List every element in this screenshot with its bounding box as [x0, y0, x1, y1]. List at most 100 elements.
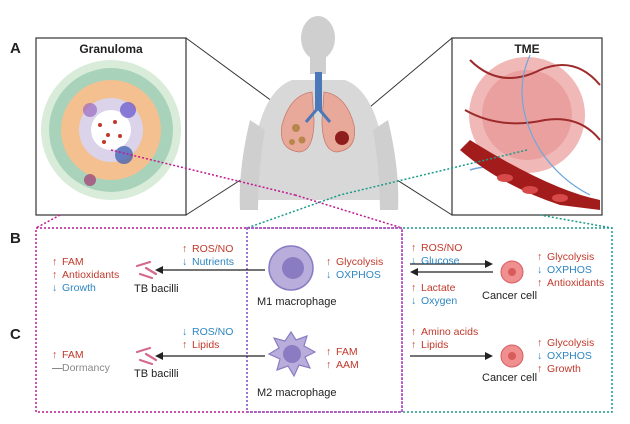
b-macrophage-cancer-exchange-top: ↑ ROS/NO ↓ Glucose	[411, 242, 462, 268]
effect-label: OXPHOS	[336, 269, 381, 281]
effect-label: Glucose	[421, 255, 460, 267]
effect-label: OXPHOS	[547, 350, 592, 362]
tb-bacilli-icon-c	[135, 346, 158, 366]
effect-label: ROS/NO	[192, 243, 234, 255]
arrow-down-icon: ↓	[182, 326, 188, 338]
effect-item: ↑ Lactate	[411, 282, 457, 295]
effect-label: Dormancy	[62, 362, 110, 374]
arrow-up-icon: ↑	[537, 251, 543, 263]
effect-label: FAM	[62, 349, 84, 361]
tb-box	[35, 227, 403, 413]
effect-label: FAM	[62, 256, 84, 268]
panel-label-b: B	[10, 230, 21, 247]
panel-label-a: A	[10, 40, 21, 57]
arrow-up-icon: ↑	[52, 256, 58, 268]
arrow-down-icon: ↓	[537, 350, 543, 362]
arrow-down-icon: ↓	[411, 255, 417, 267]
c-cancer-cell-label: Cancer cell	[482, 372, 538, 384]
effect-item: ↑ FAM	[326, 346, 359, 359]
effect-label: Growth	[62, 282, 96, 294]
arrow-up-icon: ↑	[326, 346, 332, 358]
effect-item: ↓ Oxygen	[411, 295, 457, 308]
effect-item: ↓ OXPHOS	[537, 350, 594, 363]
b-macrophage-metabolism-list: ↑Glycolysis↓ OXPHOS	[326, 256, 383, 282]
effect-label: Nutrients	[192, 256, 235, 268]
b-macrophage-cancer-exchange-bottom: ↑ Lactate ↓ Oxygen	[411, 282, 457, 308]
c-macrophage-to-cancer-list: ↑ Amino acids↑ Lipids	[411, 326, 478, 352]
arrow-up-icon: ↑	[537, 363, 543, 375]
effect-label: Antioxidants	[547, 277, 605, 289]
macrophage-box	[246, 227, 403, 413]
effect-label: Glycolysis	[547, 337, 595, 349]
arrow-down-icon: ↓	[182, 256, 188, 268]
effect-item: ↑ Lipids	[182, 339, 233, 352]
arrow-up-icon: ↑	[537, 337, 543, 349]
effect-label: ROS/NO	[421, 242, 463, 254]
effect-label: ROS/NO	[192, 326, 234, 338]
c-cancer-effects-list: ↑ Glycolysis ↓ OXPHOS ↑ Growth	[537, 337, 594, 376]
arrow-up-icon: ↑	[52, 269, 58, 281]
effect-item: —Dormancy	[52, 362, 110, 375]
effect-item: ↑ Antioxidants	[537, 277, 604, 290]
effect-item: ↑ ROS/NO	[182, 243, 234, 256]
effect-item: ↑ Glycolysis	[537, 337, 594, 350]
c-macrophage-metabolism-list: ↑ FAM ↑ AAM	[326, 346, 359, 372]
effect-label: Growth	[547, 363, 581, 375]
effect-item: ↑Antioxidants	[52, 269, 119, 282]
m2-macrophage-icon	[267, 330, 317, 378]
effect-item: ↓ ROS/NO	[182, 326, 233, 339]
effect-label: Lipids	[192, 339, 220, 351]
m1-macrophage-icon	[268, 245, 314, 291]
effect-item: ↓ Growth	[52, 282, 119, 295]
dash-icon: —	[52, 362, 63, 374]
granuloma-title: Granuloma	[79, 42, 143, 56]
tme-title: TME	[514, 42, 540, 56]
arrow-up-icon: ↑	[182, 339, 188, 351]
effect-item: ↑ AAM	[326, 359, 359, 372]
effect-label: Oxygen	[421, 295, 458, 307]
human-figure	[239, 16, 399, 210]
effect-label: Glycolysis	[336, 256, 384, 268]
b-tb-effects-list: ↑ FAM↑Antioxidants↓ Growth	[52, 256, 119, 295]
effect-label: Amino acids	[421, 326, 479, 338]
arrow-up-icon: ↑	[326, 359, 332, 371]
tb-bacilli-icon-b	[135, 260, 158, 280]
arrow-up-icon: ↑	[411, 282, 417, 294]
arrow-up-icon: ↑	[411, 242, 417, 254]
granuloma-illustration	[41, 60, 181, 200]
b-tb-bacilli-label: TB bacilli	[134, 283, 179, 295]
b-cancer-cell-label: Cancer cell	[482, 290, 538, 302]
arrow-down-icon: ↓	[52, 282, 58, 294]
effect-item: ↑ FAM	[52, 349, 110, 362]
connector-magenta	[110, 149, 296, 196]
arrow-down-icon: ↓	[537, 264, 543, 276]
effect-label: Lactate	[421, 282, 456, 294]
connector-teal	[339, 149, 528, 196]
effect-label: Lipids	[421, 339, 449, 351]
cancer-cell-icon-c	[500, 344, 524, 368]
tme-illustration	[460, 54, 601, 210]
c-macrophage-label: M2 macrophage	[257, 387, 337, 399]
arrow-down-icon: ↓	[326, 269, 332, 281]
arrow-down-icon: ↓	[411, 295, 417, 307]
arrow-up-icon: ↑	[537, 277, 543, 289]
arrow-up-icon: ↑	[411, 326, 417, 338]
arrow-up-icon: ↑	[52, 349, 58, 361]
effect-item: ↑ Amino acids	[411, 326, 478, 339]
b-cancer-effects-list: ↑ Glycolysis↓OXPHOS↑ Antioxidants	[537, 251, 604, 290]
c-tb-effects-list: ↑ FAM—Dormancy	[52, 349, 110, 375]
c-macrophage-to-tb-list: ↓ ROS/NO ↑ Lipids	[182, 326, 233, 352]
effect-item: ↓ Nutrients	[182, 256, 234, 269]
cancer-cell-icon-b	[500, 260, 524, 284]
effect-label: Glycolysis	[547, 251, 595, 263]
b-macrophage-to-tb-list: ↑ ROS/NO ↓ Nutrients	[182, 243, 234, 269]
effect-label: AAM	[336, 359, 359, 371]
c-tb-bacilli-label: TB bacilli	[134, 368, 179, 380]
effect-label: FAM	[336, 346, 358, 358]
arrow-up-icon: ↑	[182, 243, 188, 255]
b-macrophage-label: M1 macrophage	[257, 296, 337, 308]
effect-item: ↑ FAM	[52, 256, 119, 269]
effect-item: ↑Glycolysis	[326, 256, 383, 269]
effect-item: ↓OXPHOS	[537, 264, 604, 277]
